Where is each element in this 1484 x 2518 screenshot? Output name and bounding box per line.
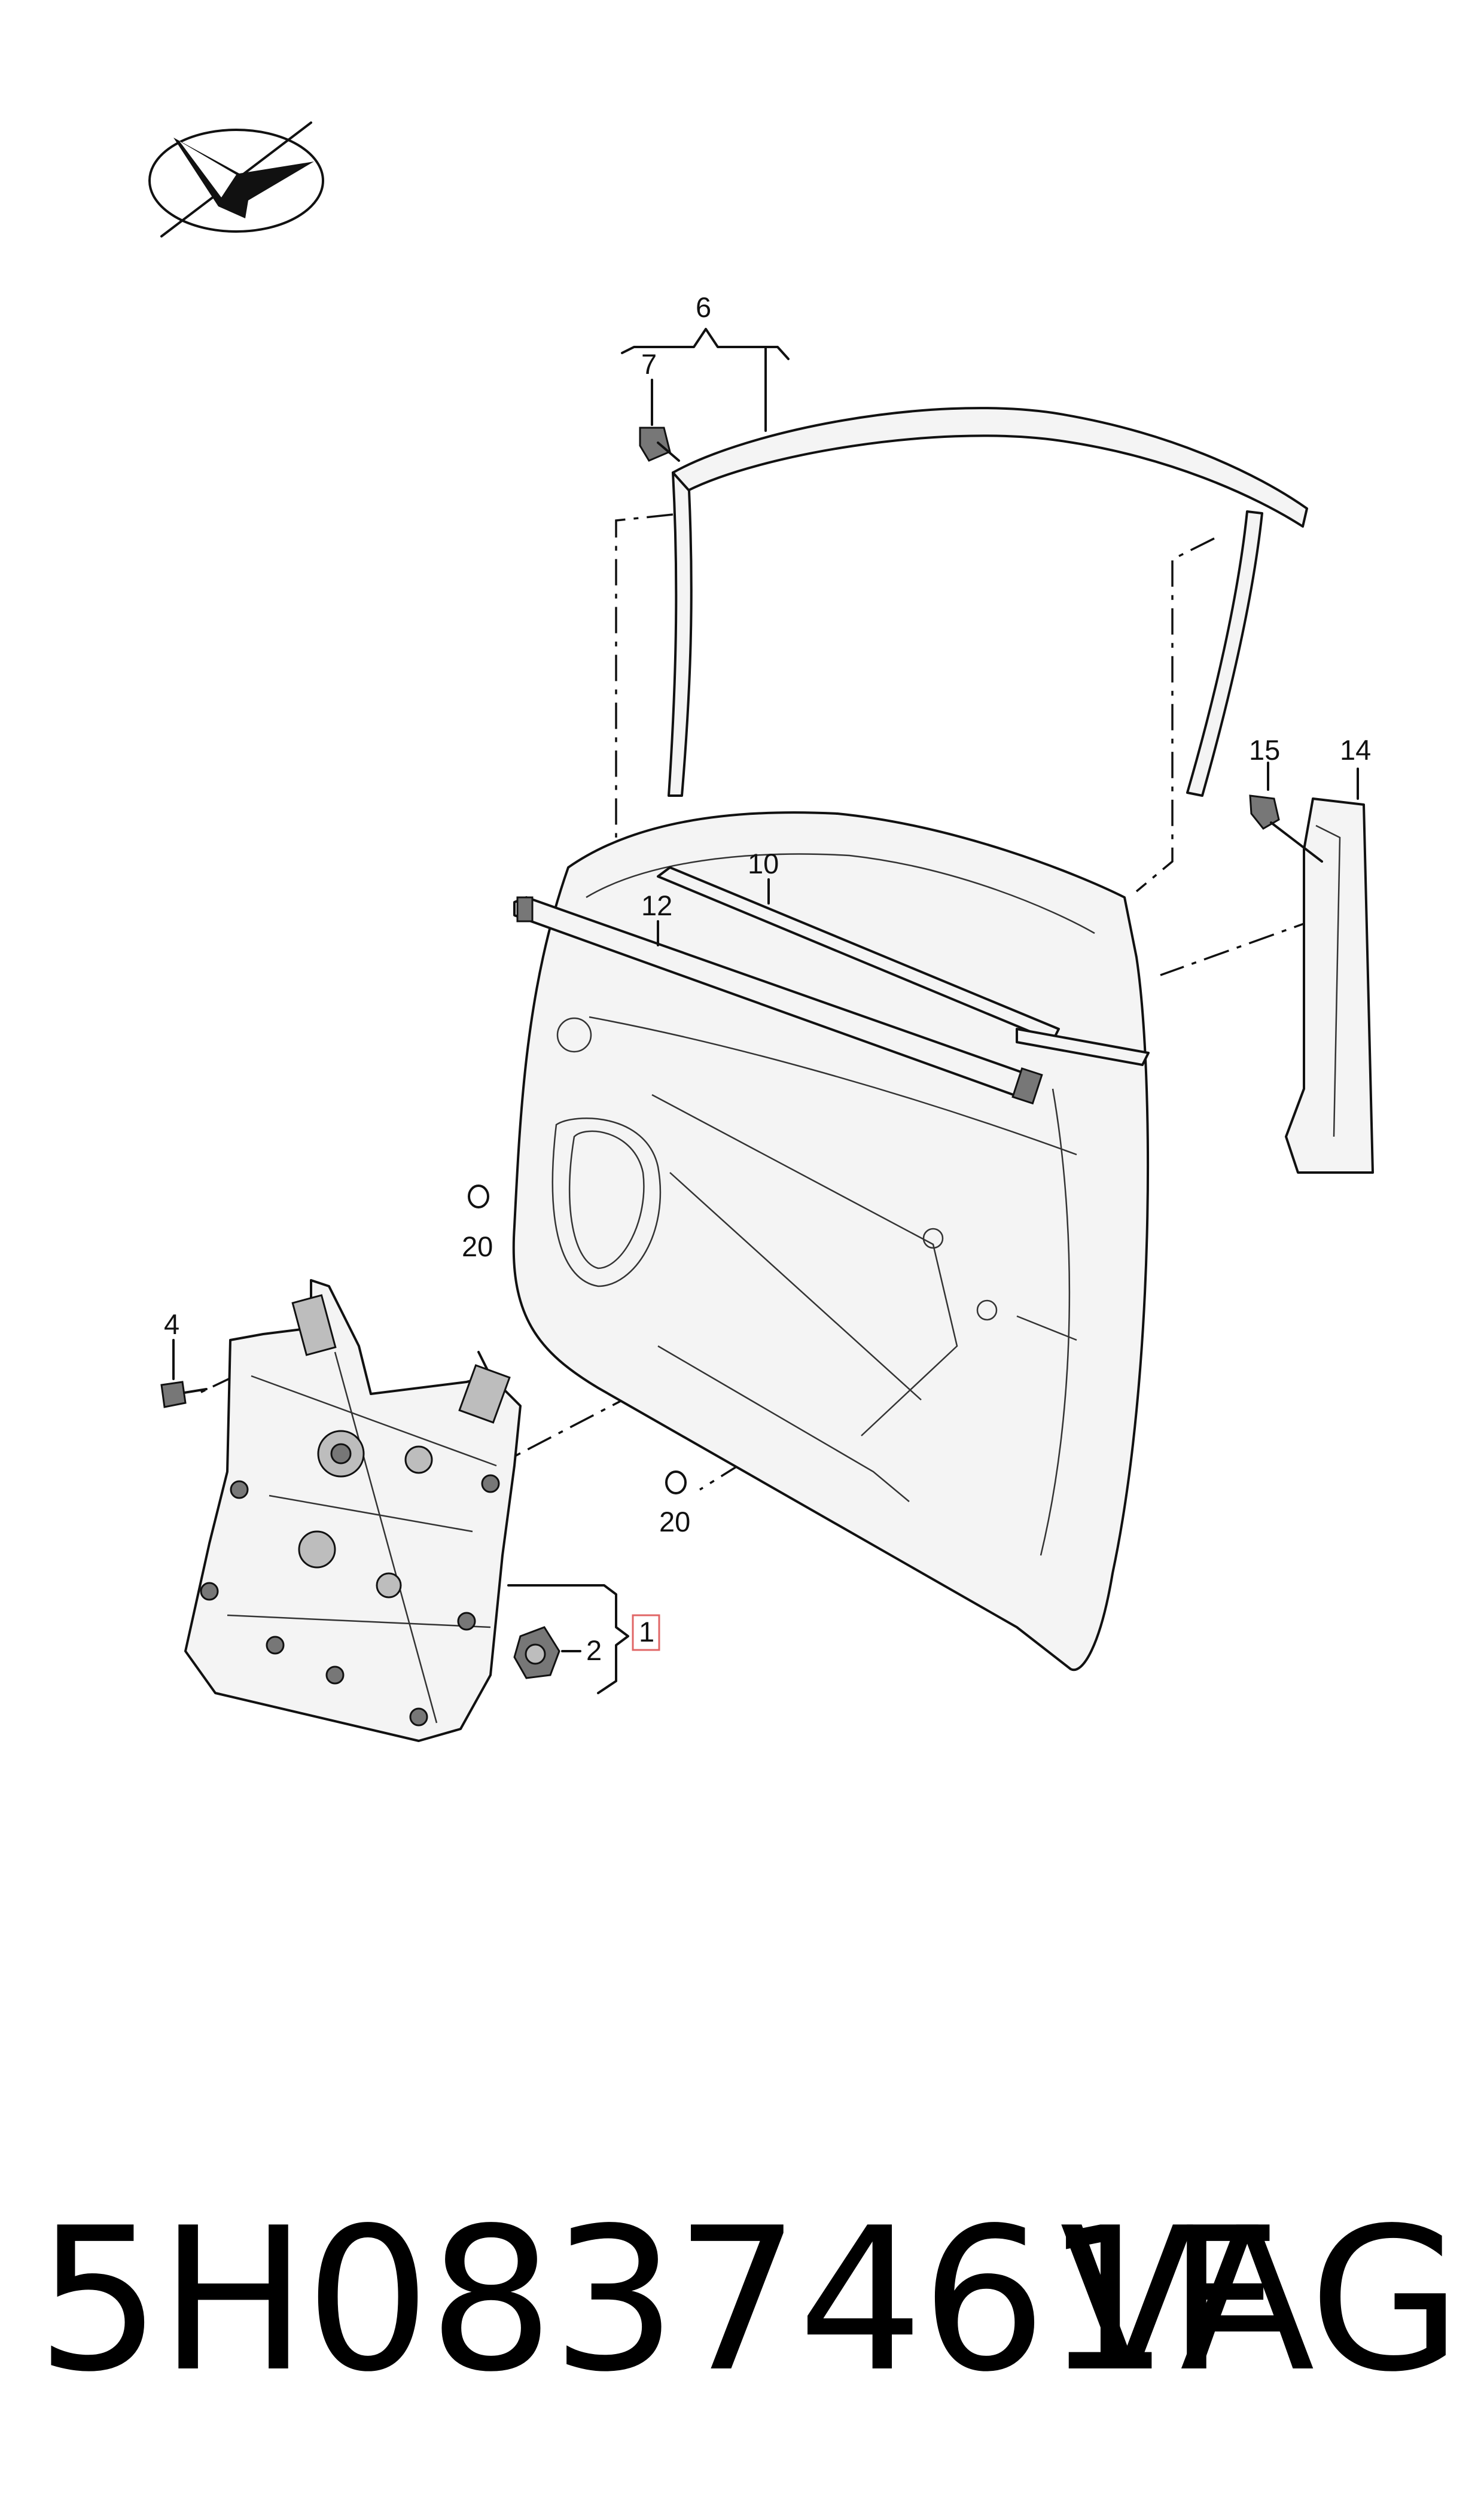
bolt-4 xyxy=(160,1345,208,1408)
callout-6: 6 xyxy=(696,291,711,323)
callout-14: 14 xyxy=(1340,734,1371,766)
door-body xyxy=(512,811,1150,1671)
leader-lines xyxy=(172,379,1359,1347)
outer-window-seal-12 xyxy=(513,896,1043,1105)
compass-logo-icon xyxy=(148,121,324,238)
window-regulator-assembly xyxy=(184,1279,522,1742)
callout-7: 7 xyxy=(641,348,657,380)
bracket-1 xyxy=(507,1584,629,1694)
clip-15 xyxy=(1249,762,1323,863)
brand-name: VAG xyxy=(1059,2185,1462,2415)
callout-15: 15 xyxy=(1249,734,1280,766)
part-number: 5H0837461F xyxy=(36,2185,1281,2415)
callout-4: 4 xyxy=(164,1308,179,1340)
callout-12: 12 xyxy=(641,890,672,921)
clip-7 xyxy=(639,382,680,462)
callout-20-upper: 20 xyxy=(462,1231,493,1262)
grommet-20-upper xyxy=(468,1185,489,1208)
inner-window-seal-10 xyxy=(657,866,1150,1066)
callout-1: 1 xyxy=(639,1616,654,1648)
callout-2: 2 xyxy=(586,1634,602,1666)
part-number-banner: 5H0837461F VAG xyxy=(24,2166,1471,2429)
bracket-6 xyxy=(621,328,790,360)
callout-20-lower: 20 xyxy=(659,1506,690,1537)
grommet-20-lower xyxy=(665,1470,687,1494)
trim-strip-14 xyxy=(1285,797,1374,1174)
window-frame-seal xyxy=(668,407,1308,797)
motor-cap-2 xyxy=(513,1626,581,1679)
callout-1-highlight xyxy=(632,1614,660,1651)
callout-10: 10 xyxy=(748,848,779,879)
